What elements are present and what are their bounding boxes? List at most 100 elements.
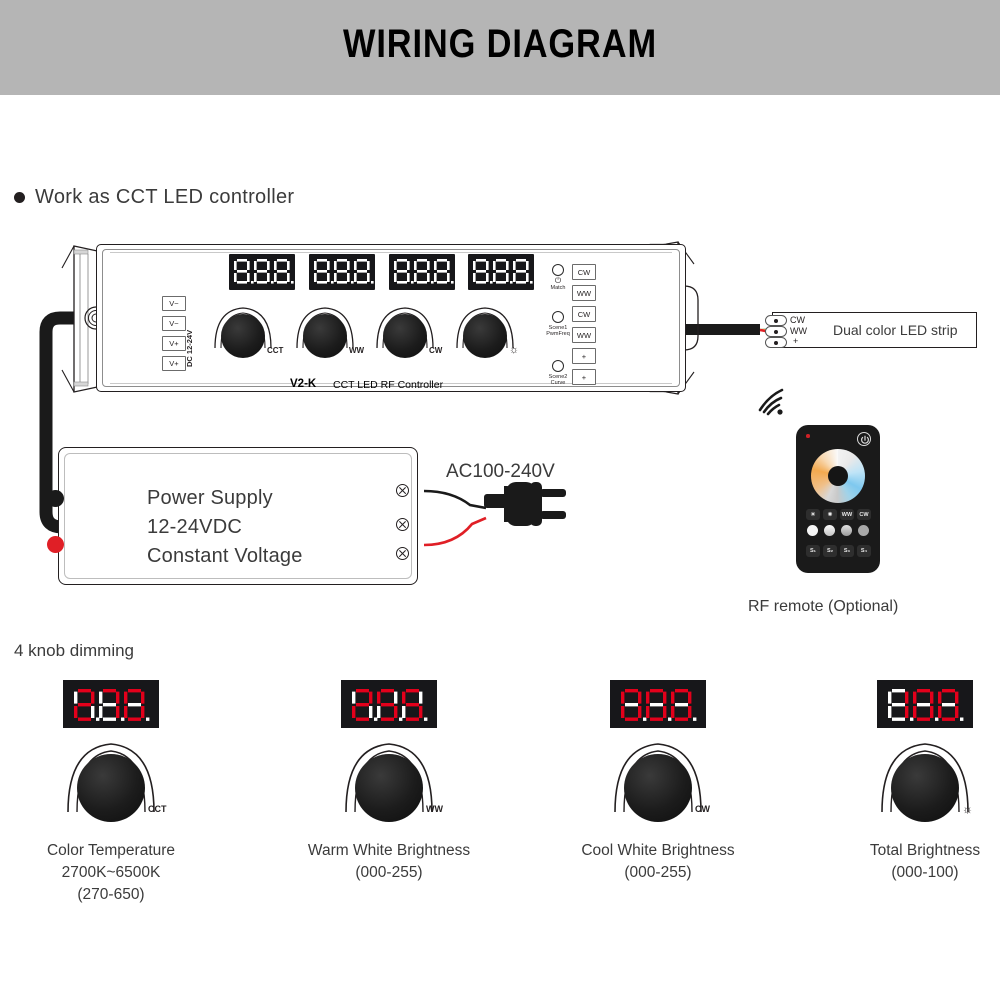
knob-display-total: 100 <box>877 680 973 728</box>
caption-line-2: (000-255) <box>624 864 692 881</box>
power-supply-inner-border <box>64 453 412 579</box>
input-terminal-vminus-1[interactable]: V− <box>162 296 186 311</box>
knob-ball[interactable] <box>355 754 423 822</box>
caption-line-1: Warm White Brightness <box>307 842 471 859</box>
ac-wire-red <box>423 516 487 547</box>
knob-column-ww: 255 WW Warm White Brightness (000-255) <box>264 680 514 884</box>
remote-power-button[interactable] <box>857 432 871 446</box>
knob-column-cct: 270 CCT Color Temperature 2700K~6500K (2… <box>0 680 236 906</box>
knob-label-cct: CCT <box>148 804 167 814</box>
remote-preset-4-button[interactable] <box>858 525 869 536</box>
ac-input-label: AC100-240V <box>446 461 555 482</box>
psu-ac-screw-n[interactable] <box>396 518 409 531</box>
psu-ac-screw-l[interactable] <box>396 484 409 497</box>
header-bar <box>0 0 1000 95</box>
psu-line-1: Power Supply <box>147 487 273 509</box>
knob-label-ww: WW <box>349 346 365 355</box>
input-terminal-vminus-2[interactable]: V− <box>162 316 186 331</box>
remote-indicator-led-icon <box>806 434 810 438</box>
knob-ball[interactable] <box>463 314 507 358</box>
knob-ball[interactable] <box>624 754 692 822</box>
knob-column-cw: 000 CW Cool White Brightness (000-255) <box>533 680 783 884</box>
input-terminal-vplus-1[interactable]: V+ <box>162 336 186 351</box>
knob-label-brightness-icon: ☼ <box>962 802 973 816</box>
input-terminal-vplus-2[interactable]: V+ <box>162 356 186 371</box>
knob-display-cct: 270 <box>63 680 159 728</box>
scene2-button[interactable] <box>552 360 564 372</box>
knob-display-ww: 255 <box>341 680 437 728</box>
output-terminal-ww-1[interactable]: WW <box>572 285 596 301</box>
remote-scene-2-button[interactable]: S₂ <box>823 545 837 557</box>
caption-line-2: (000-255) <box>355 864 423 881</box>
controller-knob-brightness[interactable]: ☼ <box>449 304 521 360</box>
knob-ball[interactable] <box>303 314 347 358</box>
strip-pad-plus[interactable] <box>765 337 787 348</box>
match-button-label: ⏻ Match <box>550 276 566 292</box>
led-strip-title: Dual color LED strip <box>833 322 958 338</box>
controller-knob-ww[interactable]: WW <box>289 304 365 360</box>
strip-pad-label-cw: CW <box>790 315 805 325</box>
caption-line-2: (000-100) <box>891 864 959 881</box>
seven-seg-group-1 <box>234 259 294 284</box>
input-voltage-label: DC 12-24V <box>185 329 194 367</box>
controller-knob-cw[interactable]: CW <box>369 304 443 360</box>
strip-pad-label-plus: + <box>793 336 799 346</box>
power-supply-text: Power Supply 12-24VDC Constant Voltage <box>147 484 303 571</box>
remote-scene-4-button[interactable]: S₄ <box>857 545 871 557</box>
seven-seg-270 <box>74 689 150 721</box>
remote-cct-color-wheel[interactable] <box>811 449 865 503</box>
output-terminal-plus-1[interactable]: + <box>572 348 596 364</box>
power-icon <box>861 435 869 444</box>
remote-preset-1-button[interactable] <box>807 525 818 536</box>
output-terminal-cw-2[interactable]: CW <box>572 306 596 322</box>
knob-label-cw: CW <box>429 346 443 355</box>
psu-dc-out-negative[interactable] <box>47 490 64 507</box>
psu-ac-screw-g[interactable] <box>396 547 409 560</box>
controller-knob-cct[interactable]: CCT <box>207 304 283 360</box>
knob-label-ww: WW <box>426 804 443 814</box>
knob-cw[interactable]: CW <box>605 740 711 826</box>
knob-section-title: 4 knob dimming <box>14 641 135 660</box>
scene1-button[interactable] <box>552 311 564 323</box>
remote-brightness-up-button[interactable]: ✸ <box>823 509 837 520</box>
strip-pad-ww[interactable] <box>765 326 787 337</box>
remote-preset-2-button[interactable] <box>824 525 835 536</box>
knob-ww[interactable]: WW <box>336 740 443 826</box>
caption-line-3: (270-650) <box>77 886 145 903</box>
knob-total-brightness[interactable]: ☼ <box>872 740 978 826</box>
knob-label-brightness-icon: ☼ <box>509 344 520 356</box>
power-supply-box: Power Supply 12-24VDC Constant Voltage <box>47 447 418 585</box>
knob-cct[interactable]: CCT <box>58 740 167 826</box>
power-icon: ⏻ <box>554 276 562 285</box>
remote-scene-3-button[interactable]: S₃ <box>840 545 854 557</box>
scene1-button-label: Scene1 PwmFreq <box>546 325 570 337</box>
output-terminal-cw-1[interactable]: CW <box>572 264 596 280</box>
remote-caption: RF remote (Optional) <box>748 598 899 615</box>
knob-caption-total: Total Brightness (000-100) <box>800 840 1000 884</box>
caption-line-1: Total Brightness <box>869 842 981 859</box>
knob-ball[interactable] <box>891 754 959 822</box>
remote-brightness-down-button[interactable]: ☀ <box>806 509 820 520</box>
remote-ww-button[interactable]: WW <box>840 509 854 520</box>
strip-pad-cw[interactable] <box>765 315 787 326</box>
knob-ball[interactable] <box>383 314 427 358</box>
knob-ball[interactable] <box>221 314 265 358</box>
knob-display-cw: 000 <box>610 680 706 728</box>
remote-cw-button[interactable]: CW <box>857 509 871 520</box>
rf-signal-icon <box>758 388 784 416</box>
psu-dc-out-positive[interactable] <box>47 536 64 553</box>
bullet-label: Work as CCT LED controller <box>35 186 295 208</box>
seven-seg-100 <box>888 689 964 721</box>
led-strip-box: Dual color LED strip CW WW + <box>765 312 977 348</box>
knob-label-cct: CCT <box>267 346 284 355</box>
remote-scene-1-button[interactable]: S₁ <box>806 545 820 557</box>
output-terminal-plus-2[interactable]: + <box>572 369 596 385</box>
controller-model-desc: CCT LED RF Controller <box>333 379 444 391</box>
remote-preset-3-button[interactable] <box>841 525 852 536</box>
seven-seg-group-3 <box>394 259 454 284</box>
output-terminal-ww-2[interactable]: WW <box>572 327 596 343</box>
controller-display-1 <box>229 254 295 290</box>
knob-ball[interactable] <box>77 754 145 822</box>
match-button[interactable] <box>552 264 564 276</box>
rf-remote[interactable]: ☀ ✸ WW CW S₁ S₂ S₃ S₄ <box>796 425 880 573</box>
